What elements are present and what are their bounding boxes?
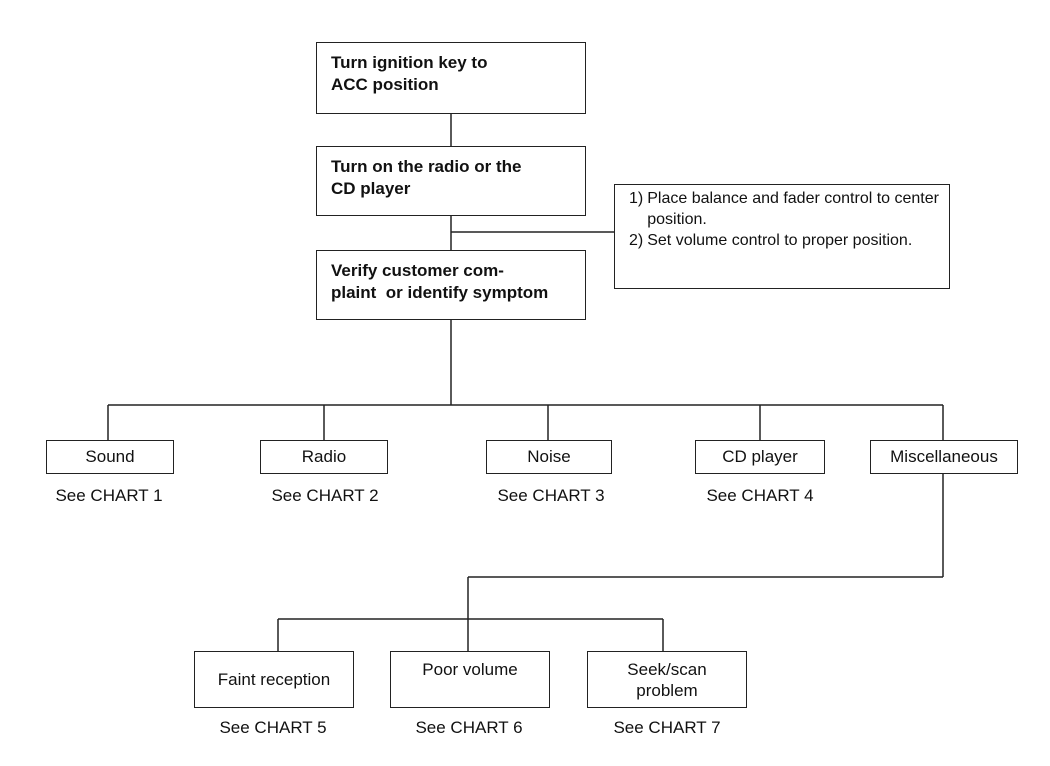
- step-ignition-line-2: ACC position: [331, 75, 439, 94]
- category-noise-label: Noise: [527, 447, 571, 466]
- category-radio-chart-ref: See CHART 2: [271, 486, 379, 505]
- misc-faint-reception-label: Faint reception: [217, 670, 331, 689]
- note-item-1: 1) Place balance and fader control to ce…: [629, 188, 943, 230]
- note-item-2: 2) Set volume control to proper position…: [629, 230, 943, 251]
- misc-faint-reception-box: Faint reception: [194, 651, 354, 708]
- misc-poor-volume-label: Poor volume: [422, 660, 518, 679]
- category-miscellaneous-label: Miscellaneous: [890, 447, 998, 466]
- step-ignition-line-1: Turn ignition key to: [331, 53, 488, 72]
- category-sound-label: Sound: [85, 447, 135, 466]
- misc-seek-scan-chart-ref: See CHART 7: [613, 718, 721, 737]
- note-item-2-text: Set volume control to proper position.: [647, 232, 913, 249]
- category-noise-chart-ref: See CHART 3: [497, 486, 605, 505]
- misc-poor-volume-box: Poor volume: [390, 651, 550, 708]
- misc-seek-scan-label-line-2: problem: [636, 680, 698, 700]
- category-sound-box: Sound: [46, 440, 174, 474]
- misc-faint-reception-chart-ref: See CHART 5: [219, 718, 327, 737]
- category-cd-player-label: CD player: [722, 447, 798, 466]
- category-radio-box: Radio: [260, 440, 388, 474]
- step-radio-on-line-1: Turn on the radio or the: [331, 157, 522, 176]
- step-radio-on-line-2: CD player: [331, 179, 411, 198]
- step-ignition-box: Turn ignition key to ACC position: [316, 42, 586, 114]
- note-item-2-number: 2): [629, 232, 644, 249]
- step-verify-line-1: Verify customer com-: [331, 261, 504, 280]
- note-item-1-number: 1): [629, 190, 644, 207]
- category-miscellaneous-box: Miscellaneous: [870, 440, 1018, 474]
- category-cd-player-chart-ref: See CHART 4: [706, 486, 814, 505]
- category-cd-player-box: CD player: [695, 440, 825, 474]
- step-radio-on-box: Turn on the radio or the CD player: [316, 146, 586, 216]
- category-noise-box: Noise: [486, 440, 612, 474]
- note-item-1-text: Place balance and fader control to cente…: [647, 190, 939, 228]
- category-sound-chart-ref: See CHART 1: [55, 486, 163, 505]
- instruction-note-box: 1) Place balance and fader control to ce…: [614, 184, 950, 289]
- step-verify-line-2: plaint or identify symptom: [331, 283, 549, 302]
- misc-seek-scan-box: Seek/scan problem: [587, 651, 747, 708]
- misc-poor-volume-chart-ref: See CHART 6: [415, 718, 523, 737]
- category-radio-label: Radio: [301, 447, 347, 466]
- misc-seek-scan-label-line-1: Seek/scan: [627, 659, 707, 679]
- step-verify-box: Verify customer com- plaint or identify …: [316, 250, 586, 320]
